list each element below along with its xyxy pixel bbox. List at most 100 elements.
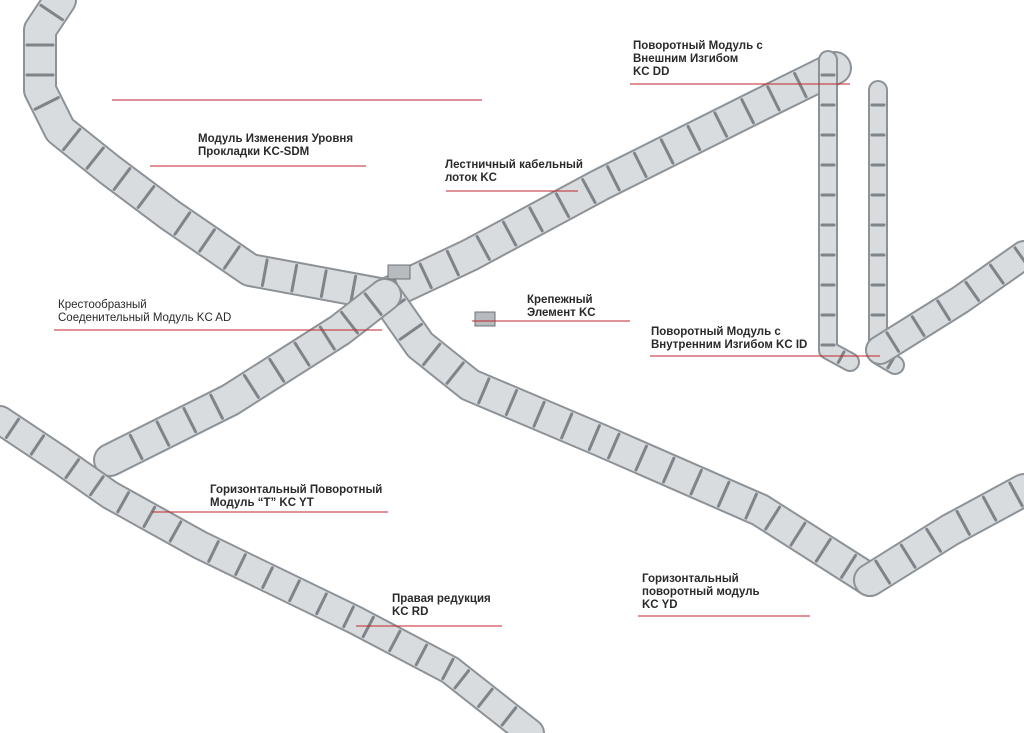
tray-rung bbox=[789, 521, 807, 547]
tray-rung bbox=[155, 420, 171, 447]
tray-rung bbox=[64, 458, 81, 480]
tray-rung bbox=[964, 280, 981, 302]
tray-rung bbox=[207, 540, 220, 563]
label-id-line2: Внутренним Изгибом KC ID bbox=[651, 339, 808, 351]
tray-rung bbox=[716, 480, 731, 508]
tray-rung bbox=[988, 263, 1005, 285]
tray-rung bbox=[319, 269, 328, 298]
tray-lower-left-surface bbox=[0, 407, 543, 733]
tray-rung bbox=[418, 262, 433, 290]
label-rd-line2: KC RD bbox=[392, 606, 429, 618]
tray-rung bbox=[414, 643, 428, 667]
tray-rung bbox=[607, 432, 621, 460]
tray-rung bbox=[182, 406, 198, 434]
tray-rung bbox=[349, 274, 358, 304]
tray-rung bbox=[836, 350, 846, 364]
label-yd-line2: поворотный модуль bbox=[642, 586, 760, 598]
label-dd-line1: Поворотный Модуль с bbox=[633, 40, 763, 52]
label-fix-line2: Элемент KC bbox=[527, 307, 596, 319]
label-dd-line3: KC DD bbox=[633, 66, 670, 78]
tray-rung bbox=[445, 249, 460, 277]
tray-rung bbox=[840, 553, 858, 579]
fixing-plate bbox=[474, 311, 496, 327]
tray-rung bbox=[398, 322, 423, 341]
tray-rung bbox=[713, 111, 729, 138]
label-yt: Горизонтальный Поворотный Модуль “T” KC … bbox=[210, 484, 382, 510]
label-fix-line1: Крепежный bbox=[527, 294, 593, 306]
label-id: Поворотный Модуль с Внутренним Изгибом K… bbox=[651, 326, 807, 352]
tray-rung bbox=[33, 96, 60, 111]
tray-rung bbox=[85, 146, 105, 170]
label-kc-line2: лоток KC bbox=[445, 172, 497, 184]
tray-rung bbox=[554, 192, 571, 219]
fixing-plate bbox=[387, 264, 411, 280]
tray-rung bbox=[168, 520, 183, 543]
tray-rung bbox=[662, 456, 676, 484]
label-yd-line3: KC YD bbox=[642, 599, 678, 611]
label-sdm-line2: Прокладки KC-SDM bbox=[198, 146, 310, 158]
tray-rung bbox=[318, 325, 336, 351]
tray-rung bbox=[587, 424, 601, 452]
tray-rung bbox=[136, 185, 156, 209]
tray-rung bbox=[112, 167, 132, 191]
leader-lines bbox=[54, 83, 880, 627]
tray-rung bbox=[293, 341, 311, 367]
label-sdm: Модуль Изменения Уровня Прокладки KC-SDM bbox=[198, 133, 353, 159]
tray-rung bbox=[116, 491, 130, 514]
fixing-elements bbox=[387, 264, 496, 327]
tray-rung bbox=[242, 373, 260, 399]
tray-rung bbox=[89, 475, 105, 497]
tray-rung bbox=[581, 178, 597, 204]
tray-rung bbox=[198, 228, 216, 253]
tray-rung bbox=[268, 357, 286, 383]
tray-id-right-surface bbox=[867, 242, 1024, 363]
tray-rung bbox=[173, 211, 192, 236]
label-yd: Горизонтальный поворотный модуль KC YD bbox=[642, 573, 760, 612]
tray-rung bbox=[29, 434, 46, 456]
tray-yd-right-surface bbox=[855, 475, 1024, 595]
tray-rung bbox=[128, 433, 144, 461]
tray-rung bbox=[504, 389, 519, 417]
tray-rung bbox=[441, 657, 455, 681]
tray-rung bbox=[260, 258, 269, 288]
tray-cross-left-surface bbox=[95, 280, 400, 475]
tray-rung bbox=[874, 559, 892, 585]
tray-rung bbox=[606, 165, 621, 192]
tray-rung bbox=[686, 124, 702, 152]
tray-rung bbox=[501, 220, 518, 247]
tray-rung bbox=[689, 468, 703, 496]
tray-rung bbox=[632, 151, 648, 179]
tray-rung bbox=[315, 592, 328, 616]
tray-rung bbox=[477, 377, 491, 405]
tray-rung bbox=[1013, 246, 1024, 264]
tray-rung bbox=[4, 417, 21, 439]
label-ad: Крестообразный Соеденительный Модуль KC … bbox=[58, 299, 231, 325]
tray-dd-vertical-a-surface bbox=[820, 52, 858, 370]
label-fix: Крепежный Элемент KC bbox=[527, 294, 596, 320]
tray-rung bbox=[342, 605, 355, 629]
tray-rung bbox=[659, 138, 675, 165]
tray-rung bbox=[1008, 481, 1024, 508]
label-yt-line2: Модуль “T” KC YT bbox=[210, 497, 314, 509]
tray-rung bbox=[142, 505, 157, 528]
tray-rung bbox=[925, 527, 942, 553]
tray-rung bbox=[339, 310, 359, 335]
label-dd-line2: Внешним Изгибом bbox=[633, 53, 739, 65]
tray-rung bbox=[477, 687, 494, 708]
tray-rung bbox=[62, 127, 82, 152]
label-sdm-line1: Модуль Изменения Уровня bbox=[198, 133, 354, 145]
tray-rung bbox=[361, 615, 375, 639]
label-yt-line1: Горизонтальный Поворотный bbox=[210, 484, 383, 496]
tray-rung bbox=[740, 98, 755, 125]
label-id-line1: Поворотный Модуль с bbox=[651, 326, 781, 338]
label-ad-line2: Соеденительный Модуль KC AD bbox=[58, 312, 232, 324]
tray-rung bbox=[634, 444, 648, 472]
label-yd-line1: Горизонтальный bbox=[642, 573, 739, 585]
tray-rung bbox=[885, 331, 901, 353]
tray-rung bbox=[39, 3, 64, 22]
tray-rung bbox=[560, 412, 574, 440]
tray-rung bbox=[234, 553, 247, 577]
tray-rung bbox=[290, 263, 299, 293]
tray-main-upper-surface bbox=[370, 53, 850, 310]
